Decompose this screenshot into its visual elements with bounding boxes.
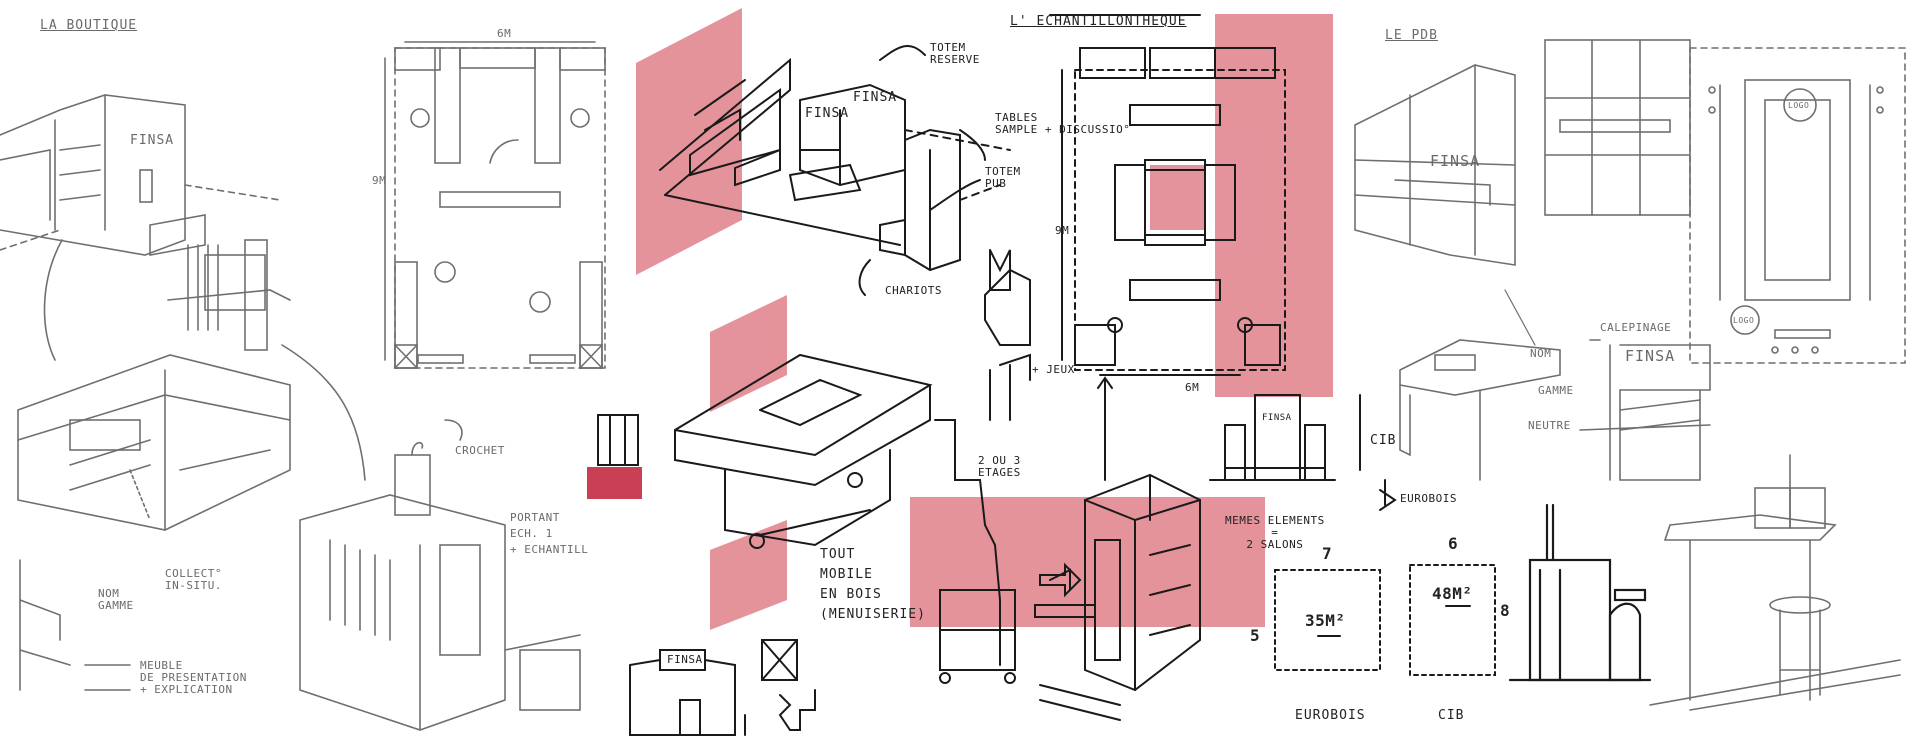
boutique-brand: FINSA xyxy=(130,133,175,148)
label-etages: 2 OU 3 ETAGES xyxy=(978,454,1021,479)
label-nom-gamme: NOM GAMME xyxy=(98,587,134,612)
label-collect: COLLECT° IN-SITU. xyxy=(165,567,222,592)
label-echantillon: + ECHANTILL xyxy=(510,543,589,556)
salons-eurobois-label: EUROBOIS xyxy=(1400,492,1457,505)
pdb-logo-2: LOGO xyxy=(1733,316,1755,325)
stand-brand-2: FINSA xyxy=(853,90,898,105)
facade-brand: FINSA xyxy=(667,653,703,666)
echantillotheque-depth-dim: 9m xyxy=(1055,224,1070,237)
stand-brand-1: FINSA xyxy=(805,106,850,121)
label-tables: TABLES SAMPLE + DISCUSSIO° xyxy=(995,111,1131,136)
salons-cib-label: CIB xyxy=(1370,433,1397,448)
echantillotheque-title: L' ECHANTILLONTHEQUE xyxy=(1010,14,1187,29)
pink-red-block xyxy=(587,467,642,499)
salon-b-height: 8 xyxy=(1500,601,1511,620)
boutique-sketches xyxy=(0,41,606,731)
label-ech: ECH. 1 xyxy=(510,527,553,540)
pdb-title: LE PDB xyxy=(1385,28,1438,43)
pdb-logo-1: LOGO xyxy=(1788,101,1810,110)
pdb-brand-2: FINSA xyxy=(1625,347,1676,365)
boutique-width-dim: 6m xyxy=(497,27,512,40)
boutique-title: LA BOUTIQUE xyxy=(40,18,138,33)
label-totem: TOTEM RESERVE xyxy=(930,41,980,66)
salons-sketches xyxy=(1209,394,1496,676)
salon-a-area: 35m² xyxy=(1305,611,1346,630)
echantillotheque-sketches xyxy=(597,14,1286,736)
pdb-nom: NOM xyxy=(1530,347,1552,360)
label-tout-mobile: TOUT MOBILE EN BOIS (MENUISERIE) xyxy=(820,547,926,622)
boutique-depth-dim: 9m xyxy=(372,174,387,187)
label-jeux: + JEUX xyxy=(1032,363,1075,376)
pdb-calepinage: CALEPINAGE xyxy=(1600,321,1672,334)
salon-b-area: 48m² xyxy=(1432,584,1473,603)
salons-memes: MEMES ELEMENTS = 2 SALONS xyxy=(1225,514,1325,551)
label-totem-pub: TOTEM PUB xyxy=(985,165,1021,190)
salons-brand: FINSA xyxy=(1262,413,1292,423)
echantillotheque-width-dim: 6m xyxy=(1185,381,1200,394)
label-crochet: CROCHET xyxy=(455,444,505,457)
salon-a-caption: EUROBOIS xyxy=(1295,708,1366,723)
salon-a-width: 7 xyxy=(1322,544,1333,563)
salon-b-width: 6 xyxy=(1448,534,1459,553)
label-chariots: CHARIOTS xyxy=(885,284,942,297)
pdb-ink xyxy=(1508,503,1652,682)
pdb-brand: FINSA xyxy=(1430,152,1481,170)
pdb-gamme: GAMME xyxy=(1538,384,1574,397)
pdb-neutre: NEUTRE xyxy=(1528,419,1571,432)
label-meuble: MEUBLE DE PRESENTATION + EXPLICATION xyxy=(140,659,247,696)
salon-b-caption: CIB xyxy=(1438,708,1465,723)
label-portant: PORTANT xyxy=(510,511,560,524)
pdb-sketches xyxy=(1354,39,1906,711)
salon-a-height: 5 xyxy=(1250,626,1261,645)
